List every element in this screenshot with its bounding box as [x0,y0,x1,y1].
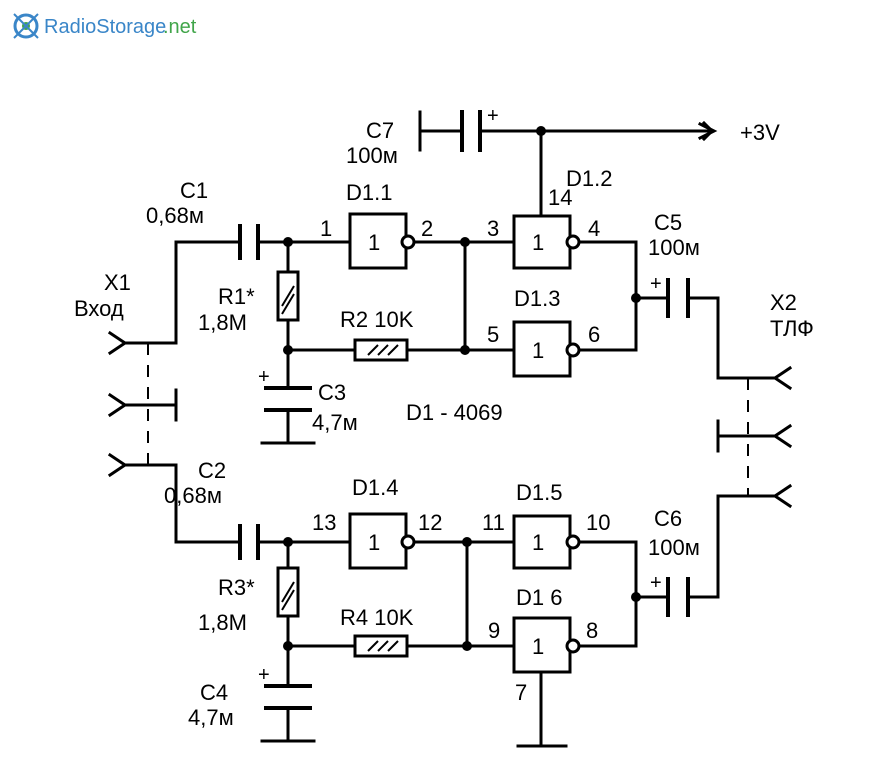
x2-connector [716,365,793,509]
resistor-r4 [353,634,409,658]
svg-text:1: 1 [368,230,380,255]
junction-dots [283,126,641,651]
label-c3-value: 4,7м [312,410,358,435]
svg-text:4: 4 [588,216,600,241]
capacitor-c1 [238,224,260,260]
svg-text:6: 6 [588,322,600,347]
label-c1-value: 0,68м [146,203,204,228]
label-c5: C5 [654,210,682,235]
svg-text:+: + [650,572,662,594]
label-r3: R3* [218,575,255,600]
gate-d1-6: 1 [512,616,581,674]
svg-text:1: 1 [532,230,544,255]
capacitor-c3 [264,386,312,412]
label-chip: D1 - 4069 [406,400,503,425]
label-c6-value: 100м [648,535,700,560]
label-d1-4: D1.4 [352,475,398,500]
capacitor-c7 [418,110,482,152]
svg-text:12: 12 [418,510,442,535]
label-d1-2: D1.2 [566,166,612,191]
label-supply: +3V [740,120,780,145]
svg-text:+: + [258,366,270,388]
label-d1-3: D1.3 [514,286,560,311]
gate-d1-4: 1 [348,512,416,570]
pin-numbers: 1 2 3 4 5 6 14 13 12 11 10 9 8 7 [312,185,610,705]
gate-d1-2: 1 [512,214,581,270]
svg-text:14: 14 [548,185,572,210]
label-c2-value: 0,68м [164,483,222,508]
label-c2: C2 [198,458,226,483]
label-c1: C1 [180,178,208,203]
capacitor-c5 [666,278,690,318]
x1-connector [107,330,178,478]
svg-text:10: 10 [586,510,610,535]
svg-text:+: + [487,105,499,127]
svg-text:3: 3 [487,216,499,241]
top-channel-wires [146,129,777,445]
label-c3: C3 [318,380,346,405]
capacitor-c2 [238,524,260,560]
label-d1-5: D1.5 [516,480,562,505]
label-x2: X2 [770,290,797,315]
svg-text:8: 8 [586,618,598,643]
label-c4: C4 [200,680,228,705]
svg-text:5: 5 [487,322,499,347]
gate-d1-1: 1 [348,212,416,270]
label-c5-value: 100м [648,235,700,260]
label-c7: C7 [366,118,394,143]
svg-text:1: 1 [532,338,544,363]
resistor-r3 [276,566,300,618]
capacitor-c4 [264,684,312,710]
label-r1: R1* [218,284,255,309]
svg-text:9: 9 [488,618,500,643]
svg-text:1: 1 [368,530,380,555]
svg-text:+: + [258,664,270,686]
svg-text:1: 1 [320,216,332,241]
svg-text:+: + [650,273,662,295]
gate-d1-5: 1 [512,514,581,570]
label-c7-value: 100м [346,143,398,168]
svg-text:1: 1 [532,530,544,555]
svg-text:1: 1 [532,634,544,659]
label-x2-sub: ТЛФ [770,316,814,341]
label-r4: R4 10K [340,605,414,630]
label-r2: R2 10K [340,307,414,332]
label-r1-value: 1,8M [198,310,247,335]
resistor-r1 [276,270,300,322]
label-x1-sub: Вход [74,296,124,321]
watermark-text: RadioStorage [44,16,166,38]
svg-text:11: 11 [482,510,505,535]
label-c6: C6 [654,506,682,531]
label-d1-1: D1.1 [346,180,392,205]
svg-text:2: 2 [421,216,433,241]
label-x1: X1 [104,270,131,295]
capacitor-c6 [666,577,690,617]
watermark-logo: RadioStorage .net [13,13,197,39]
label-c4-value: 4,7м [188,705,234,730]
label-d1-6: D1 6 [516,585,562,610]
gate-d1-3: 1 [512,320,581,378]
watermark-suffix: .net [163,16,197,38]
label-r3-value: 1,8M [198,610,247,635]
svg-text:7: 7 [515,680,527,705]
component-labels: C7 100м + +3V C1 0,68м D1.1 D1.2 X1 Вход… [74,105,814,730]
svg-text:13: 13 [312,510,336,535]
resistor-r2 [353,338,409,362]
